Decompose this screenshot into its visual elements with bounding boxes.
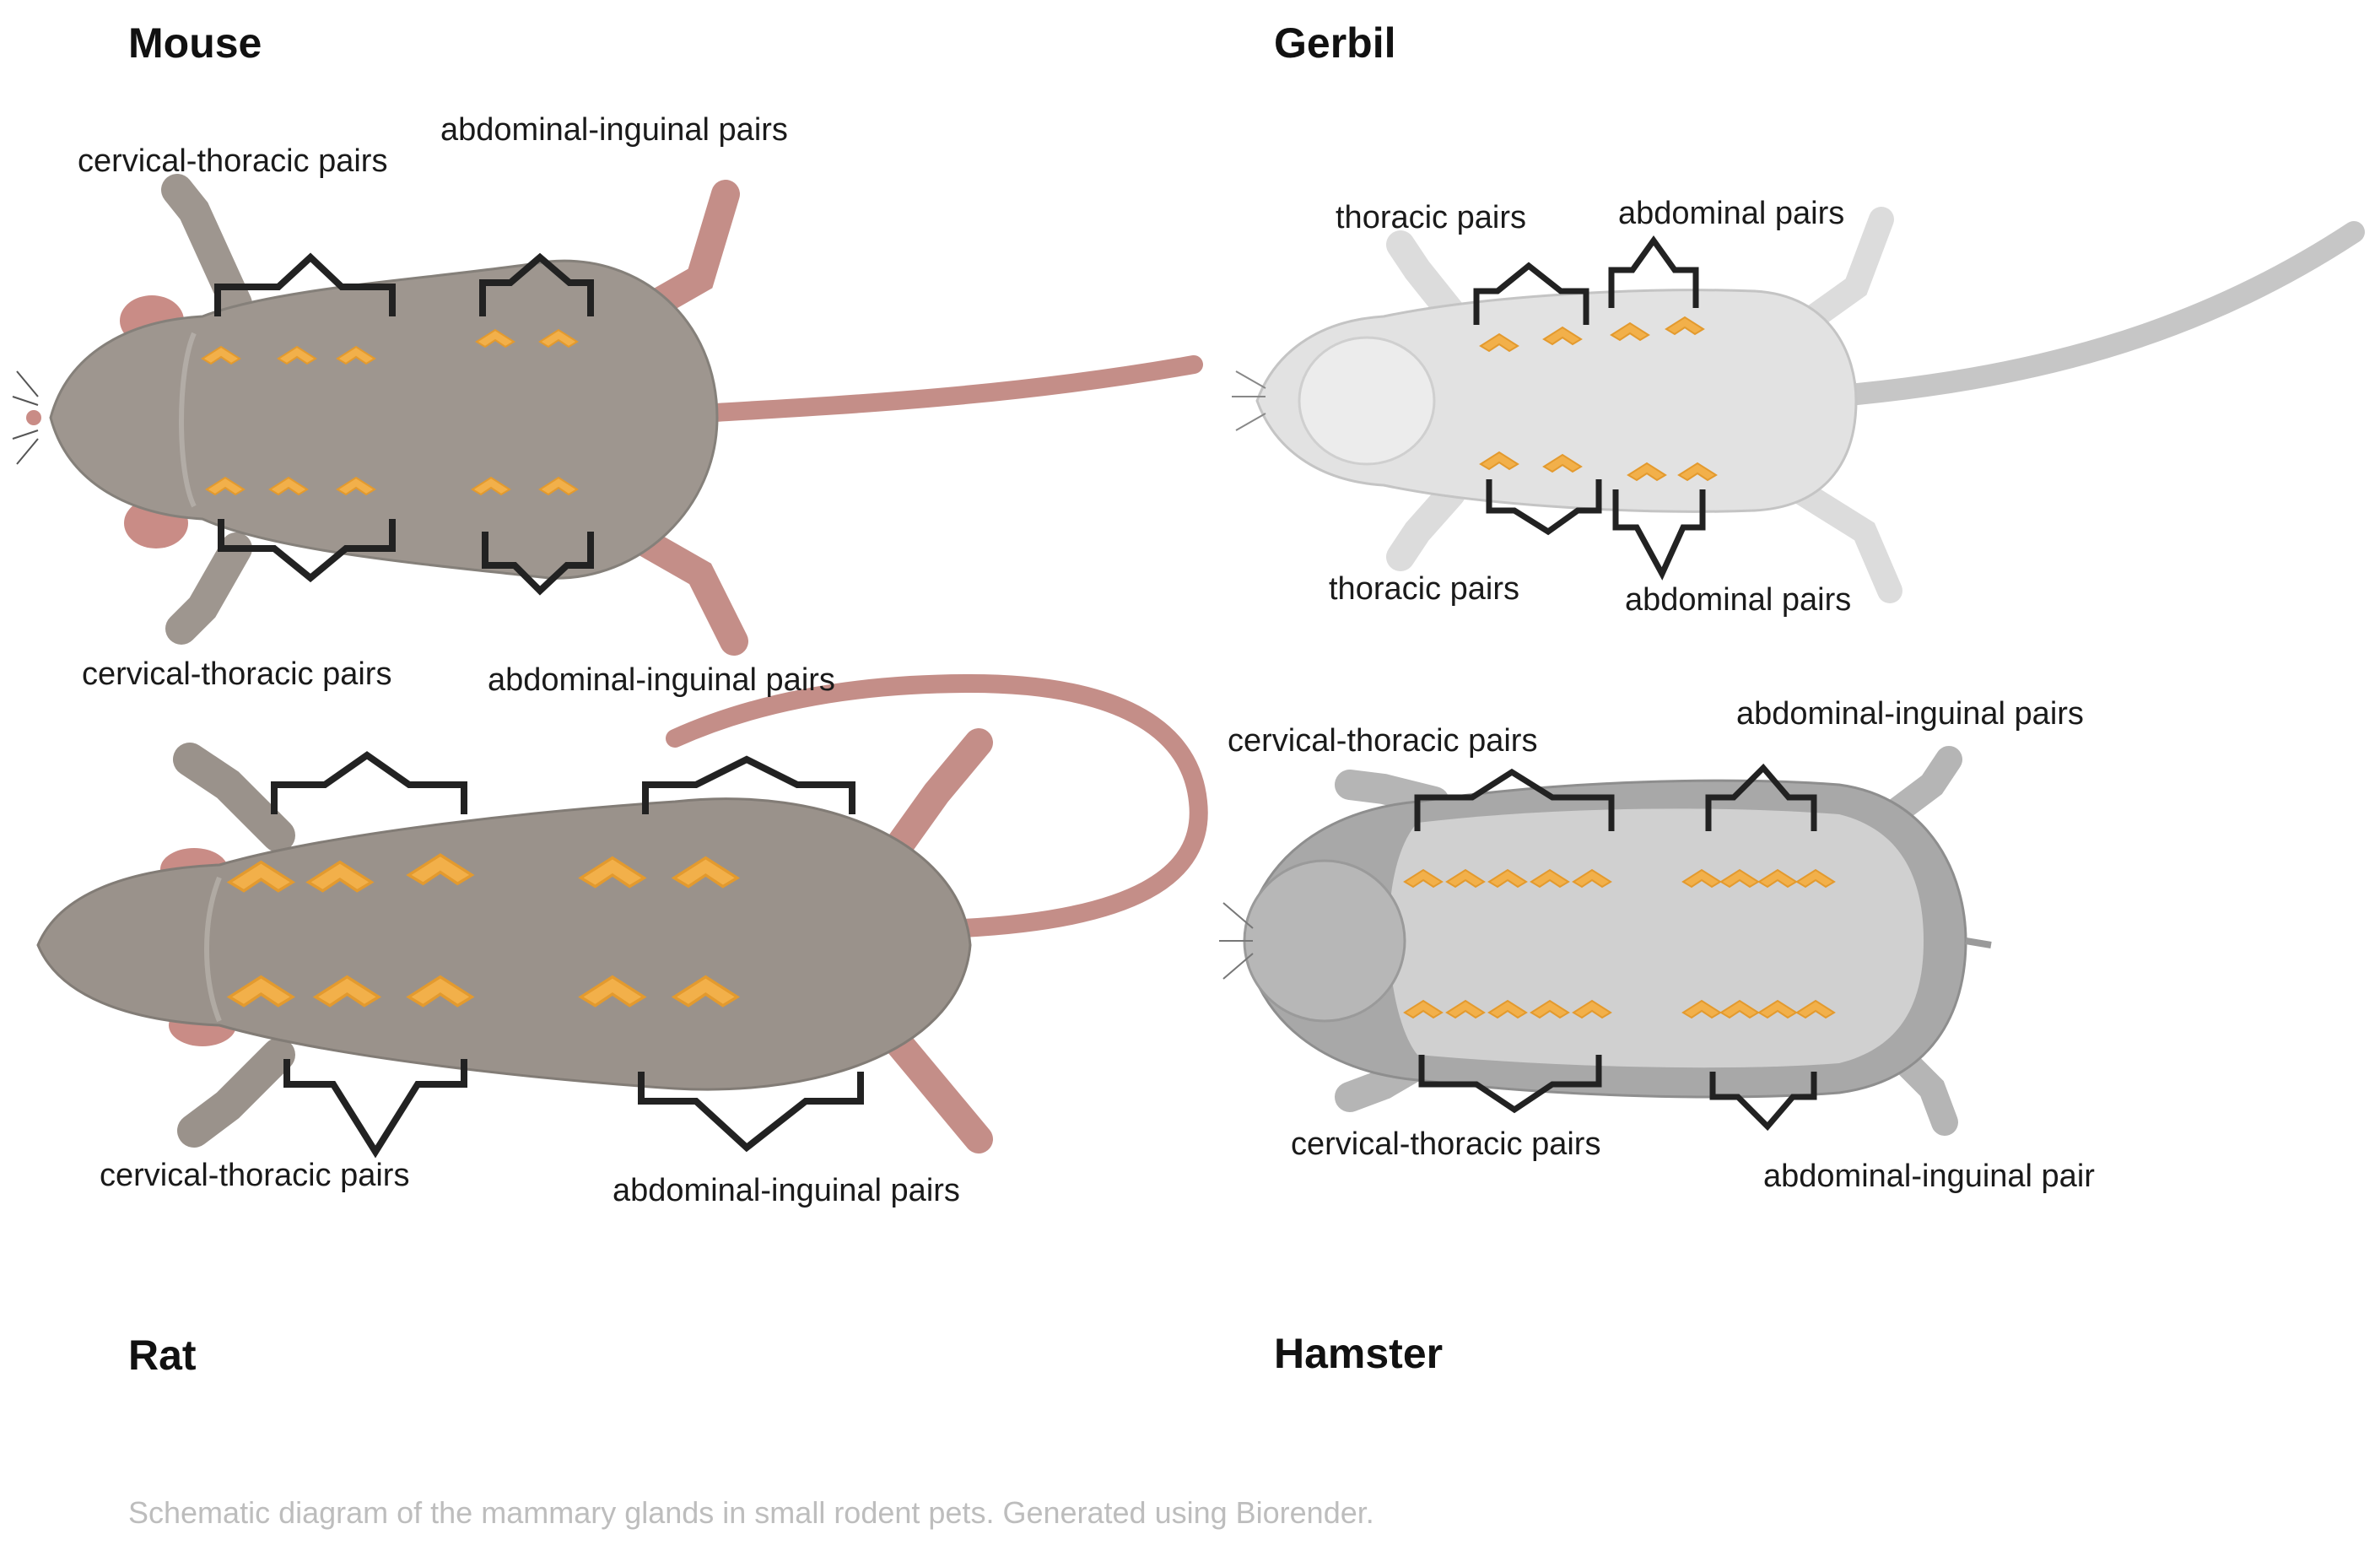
rat-tail — [666, 673, 1208, 937]
gerbil-title: Gerbil — [1274, 19, 1396, 67]
rat-label-bottom-left: cervical-thoracic pairs — [100, 1158, 410, 1193]
mouse-brackets — [214, 252, 594, 596]
mouse-limb-hind-bottom — [627, 526, 748, 656]
rat-illustration — [36, 673, 1208, 1159]
mouse-limb-front-top — [161, 174, 252, 320]
hamster-illustration — [1219, 746, 1992, 1136]
gerbil-label-top-left: thoracic pairs — [1336, 200, 1526, 235]
hamster-label-bottom-right: abdominal-inguinal pair — [1763, 1159, 2095, 1194]
mouse-illustration — [12, 174, 1203, 656]
rat-body — [36, 797, 972, 1091]
gerbil-label-top-right: abdominal pairs — [1618, 196, 1845, 231]
hamster-label-bottom-left: cervical-thoracic pairs — [1291, 1126, 1601, 1162]
rat-title: Rat — [128, 1332, 197, 1379]
hamster-brackets — [1414, 763, 1817, 1132]
mouse-label-top-right: abdominal-inguinal pairs — [440, 112, 788, 148]
mouse-label-top-left: cervical-thoracic pairs — [78, 143, 388, 179]
rat-label-bottom-right: abdominal-inguinal pairs — [613, 1173, 960, 1208]
mouse-tail — [691, 355, 1203, 423]
mouse-label-bottom-left: cervical-thoracic pairs — [82, 656, 392, 692]
mouse-limb-front-bottom — [165, 532, 252, 645]
gerbil-illustration — [1232, 207, 2365, 603]
hamster-label-top-left: cervical-thoracic pairs — [1228, 723, 1538, 759]
hamster-title: Hamster — [1274, 1330, 1444, 1377]
gerbil-label-bottom-left: thoracic pairs — [1329, 571, 1519, 607]
hamster-label-top-right: abdominal-inguinal pairs — [1736, 696, 2084, 732]
gerbil-tail — [1820, 221, 2365, 408]
gerbil-label-bottom-right: abdominal pairs — [1625, 582, 1852, 618]
mouse-label-bottom-right: abdominal-inguinal pairs — [488, 662, 835, 698]
gerbil-brackets — [1473, 235, 1706, 581]
gerbil-body — [1255, 289, 1858, 513]
mouse-title: Mouse — [128, 19, 262, 67]
figure-caption: Schematic diagram of the mammary glands … — [128, 1495, 1374, 1530]
rat-brackets — [271, 751, 864, 1159]
